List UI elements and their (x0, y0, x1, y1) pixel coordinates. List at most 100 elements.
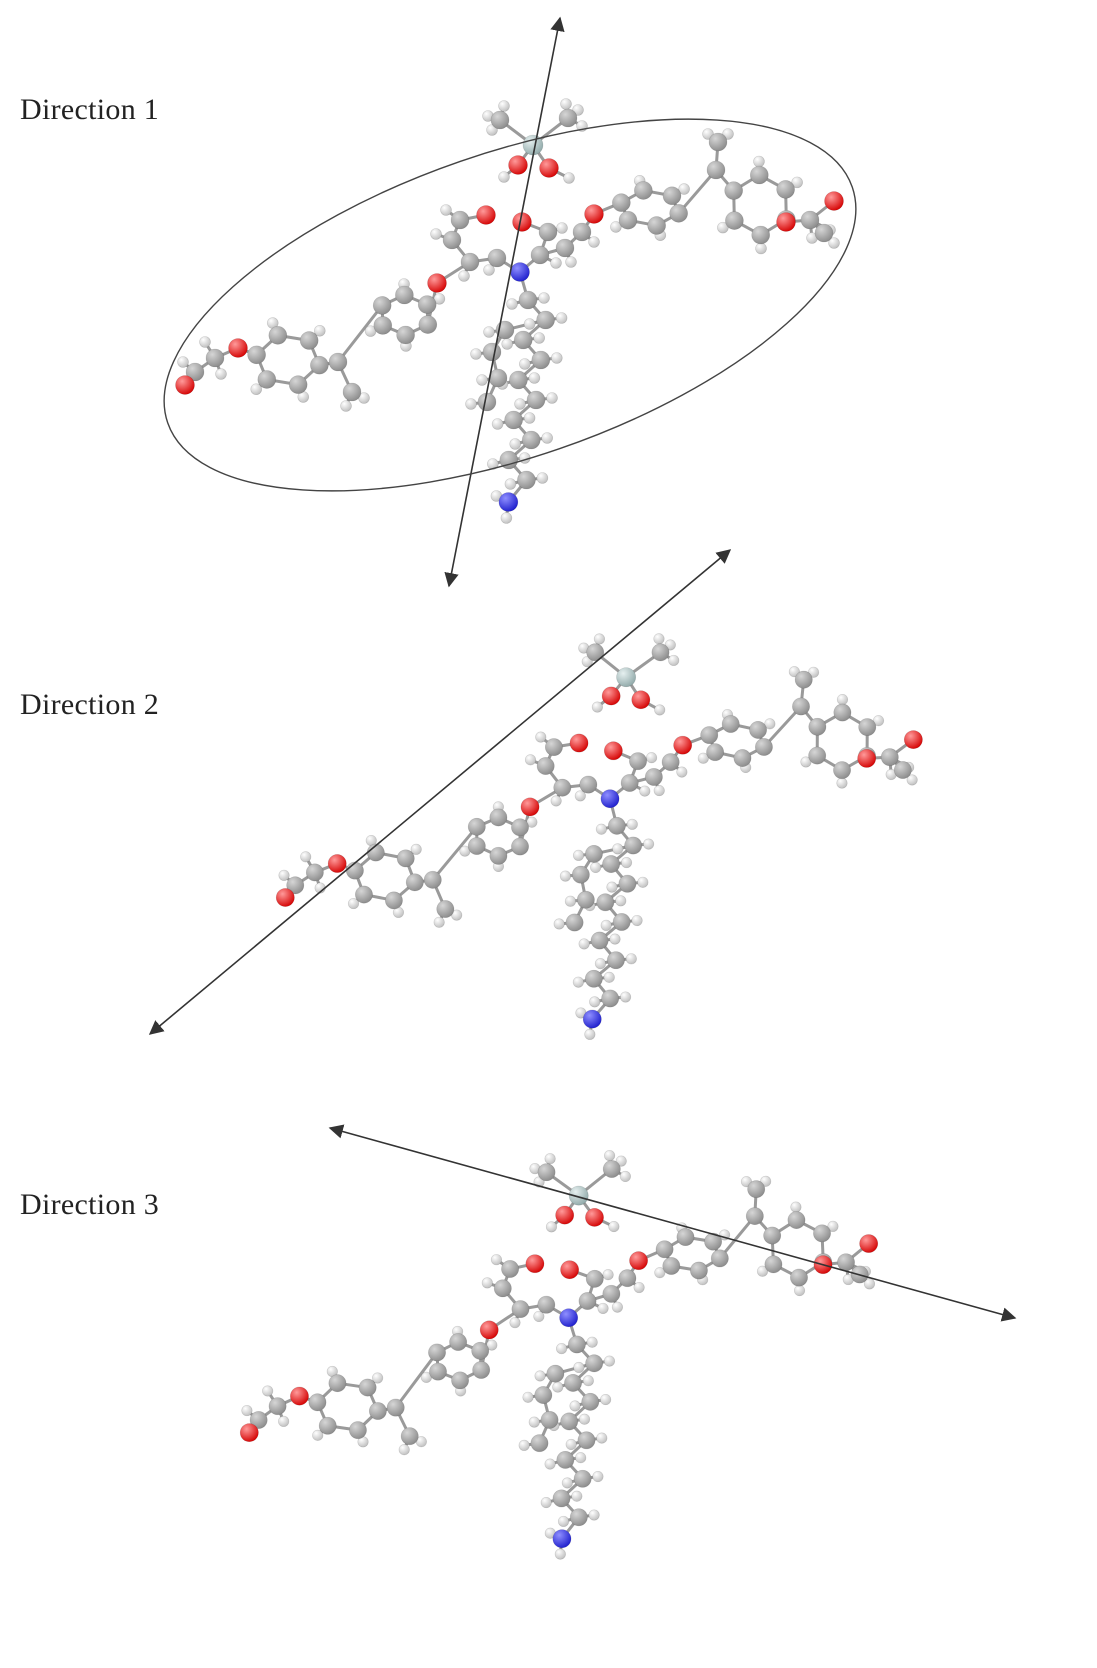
carbon-atom (813, 1224, 831, 1243)
oxygen-atom (776, 212, 796, 232)
hydrogen-atom (678, 183, 690, 195)
hydrogen-atom (536, 472, 549, 484)
hydrogen-atom (589, 996, 601, 1008)
nitrogen-atom (600, 789, 620, 809)
hydrogen-atom (501, 338, 514, 350)
carbon-atom (288, 375, 308, 394)
hydrogen-atom (564, 895, 577, 907)
hydrogen-atom (586, 1336, 598, 1348)
hydrogen-atom (560, 98, 572, 110)
hydrogen-atom (556, 222, 568, 234)
carbon-atom (511, 837, 529, 856)
hydrogen-atom (610, 221, 622, 233)
bond (677, 168, 718, 215)
hydrogen-atom (504, 478, 517, 490)
oxygen-atom (569, 733, 589, 753)
carbon-atom (706, 160, 726, 180)
hydrogen-atom (563, 172, 575, 184)
carbon-atom (662, 1257, 681, 1275)
bond (336, 303, 384, 364)
silicon-atom (616, 667, 637, 688)
hydrogen-atom (572, 976, 584, 988)
hydrogen-atom (906, 774, 918, 786)
carbon-atom (808, 717, 827, 736)
carbon-atom (451, 1371, 470, 1390)
carbon-atom (460, 252, 480, 272)
carbon-atom (577, 1431, 596, 1450)
hydrogen-atom (481, 1277, 493, 1289)
hydrogen-atom (340, 400, 352, 412)
hydrogen-atom (572, 849, 585, 861)
hydrogen-atom (595, 823, 607, 835)
carbon-atom (400, 1427, 419, 1446)
carbon-atom (558, 108, 578, 128)
hydrogen-atom (534, 1370, 546, 1382)
oxygen-atom (327, 854, 347, 873)
hydrogen-atom (654, 704, 666, 716)
carbon-atom (706, 743, 725, 762)
carbon-atom (612, 913, 631, 931)
carbon-atom (396, 325, 415, 345)
hydrogen-atom (554, 1548, 566, 1560)
oxygen-atom (903, 730, 923, 750)
carbon-atom (555, 238, 575, 258)
carbon-atom (764, 1255, 783, 1274)
hydrogen-atom (561, 1477, 573, 1489)
hydrogen-atom (250, 383, 263, 396)
hydrogen-atom (177, 356, 189, 368)
hydrogen-atom (483, 326, 495, 338)
carbon-atom (776, 180, 795, 199)
hydrogen-atom (615, 895, 627, 907)
carbon-atom (833, 703, 852, 722)
hydrogen-atom (591, 701, 603, 713)
hydrogen-atom (619, 1170, 631, 1182)
panel-label-direction-2: Direction 2 (20, 688, 160, 721)
hydrogen-atom (573, 1361, 585, 1374)
carbon-atom (661, 753, 680, 772)
carbon-atom (489, 808, 508, 827)
carbon-atom (725, 211, 744, 230)
hydrogen-atom (872, 715, 885, 727)
carbon-atom (436, 900, 455, 918)
carbon-atom (601, 989, 620, 1008)
carbon-atom (488, 368, 508, 388)
hydrogen-atom (544, 1458, 556, 1470)
oxygen-atom (476, 205, 496, 225)
hydrogen-atom (514, 398, 526, 410)
carbon-atom (530, 1434, 549, 1453)
carbon-atom (808, 746, 827, 765)
panel-label-direction-1: Direction 1 (20, 93, 160, 126)
hydrogen-atom (594, 958, 607, 970)
bond (394, 1350, 439, 1410)
hydrogen-atom (584, 1028, 596, 1040)
carbon-atom (602, 1284, 621, 1303)
carbon-atom (763, 1226, 782, 1245)
carbon-atom (669, 204, 688, 223)
carbon-atom (482, 342, 502, 362)
nitrogen-atom (559, 1308, 579, 1328)
hydrogen-atom (612, 843, 624, 855)
hydrogen-atom (557, 1515, 570, 1527)
carbon-atom (368, 1402, 387, 1420)
hydrogen-atom (653, 785, 665, 797)
panel-label-direction-3: Direction 3 (20, 1188, 160, 1221)
carbon-atom (472, 1361, 491, 1379)
carbon-atom (373, 316, 393, 335)
carbon-atom (612, 193, 631, 212)
carbon-atom (618, 1269, 637, 1288)
hydrogen-atom (433, 916, 445, 928)
hydrogen-atom (645, 752, 658, 764)
direction-1-axis-arrow (444, 16, 565, 588)
hydrogen-atom (312, 1429, 324, 1441)
oxygen-atom (427, 273, 447, 293)
oxygen-atom (584, 204, 604, 224)
oxygen-atom (290, 1386, 309, 1406)
hydrogen-atom (523, 318, 536, 330)
carbon-atom (585, 1354, 604, 1373)
hydrogen-atom (608, 1220, 620, 1233)
hydrogen-atom (465, 398, 477, 410)
carbon-atom (536, 310, 555, 330)
hydrogen-atom (571, 1490, 583, 1502)
carbon-atom (552, 1489, 571, 1508)
hydrogen-atom (506, 298, 518, 310)
